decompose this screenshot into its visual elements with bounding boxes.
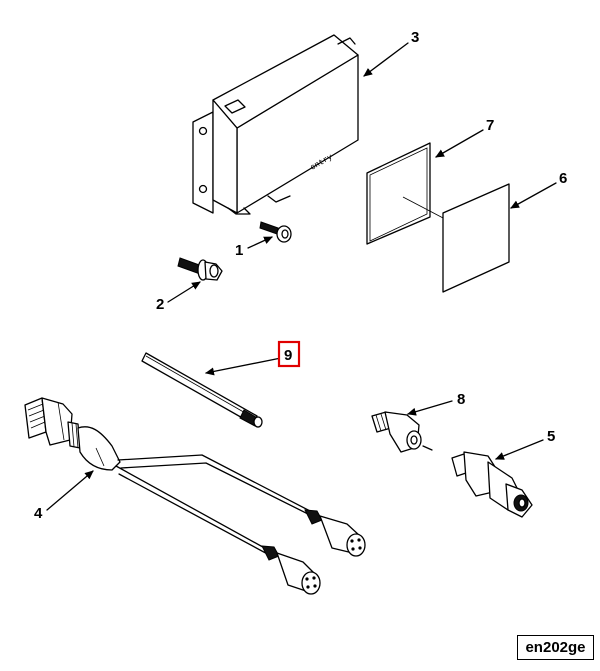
callout-2: 2 bbox=[156, 296, 164, 313]
callout-9-highlight bbox=[277, 340, 301, 368]
callout-3: 3 bbox=[411, 29, 419, 46]
adapter-part-8 bbox=[371, 411, 433, 453]
callout-8: 8 bbox=[457, 391, 465, 408]
leader-4 bbox=[46, 470, 94, 511]
leader-3 bbox=[363, 42, 409, 77]
electronic-module: cntry bbox=[192, 34, 359, 215]
leader-9 bbox=[205, 357, 282, 376]
leader-1 bbox=[247, 236, 273, 249]
leader-arrows bbox=[46, 42, 557, 511]
callout-7: 7 bbox=[486, 117, 494, 134]
callout-1: 1 bbox=[235, 242, 243, 259]
callout-labels: 3 7 6 1 2 9 8 5 4 bbox=[34, 29, 567, 522]
leader-5 bbox=[495, 439, 544, 460]
leader-6 bbox=[510, 182, 557, 209]
figure-reference-code: en202ge bbox=[517, 635, 594, 660]
plate-part-6 bbox=[442, 183, 510, 293]
screw-part-1 bbox=[259, 221, 292, 243]
bolt-part-2 bbox=[177, 257, 223, 281]
callout-6: 6 bbox=[559, 170, 567, 187]
leader-8 bbox=[407, 400, 453, 416]
leader-7 bbox=[435, 129, 484, 158]
callout-5: 5 bbox=[547, 428, 555, 445]
callout-9: 9 bbox=[284, 347, 292, 364]
probe-part-9 bbox=[141, 352, 263, 428]
switch-part-5 bbox=[451, 451, 533, 518]
gasket-part-7 bbox=[366, 142, 446, 245]
callout-4: 4 bbox=[34, 505, 43, 522]
leader-2 bbox=[167, 281, 201, 303]
sensor-harness-part-4 bbox=[24, 397, 366, 595]
